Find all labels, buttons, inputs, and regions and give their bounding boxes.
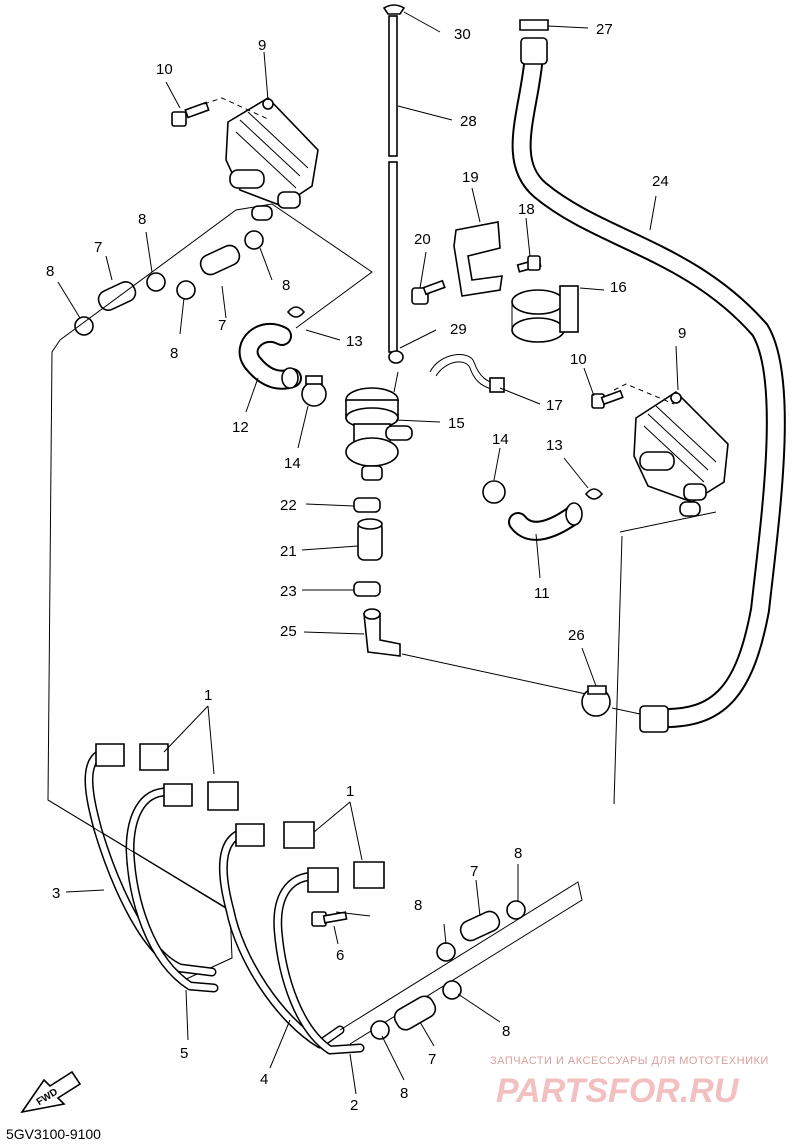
callout-25: 25 — [280, 623, 297, 640]
diagram-code: 5GV3100-9100 — [6, 1126, 101, 1142]
fuel-tube-4 — [218, 823, 345, 1049]
callout-10-top: 10 — [156, 61, 173, 78]
bolt-20 — [411, 279, 446, 305]
callout-19: 19 — [462, 169, 479, 186]
callout-8-lower-c: 8 — [502, 1023, 510, 1040]
fuel-tube-5 — [125, 783, 219, 993]
callout-1-right: 1 — [346, 783, 354, 800]
hose-24 — [511, 19, 786, 733]
clip-13-right — [584, 488, 604, 500]
pipe-7-upper-b — [199, 244, 241, 276]
hose-11 — [508, 502, 583, 541]
holder-16 — [511, 285, 579, 343]
fwd-arrow-icon: FWD — [20, 1070, 82, 1114]
callout-8-lower-d: 8 — [400, 1085, 408, 1102]
wire-17 — [429, 354, 505, 393]
watermark: ЗАПЧАСТИ И АКСЕССУАРЫ ДЛЯ МОТОТЕХНИКИ PA… — [490, 1055, 769, 1110]
elbow-25 — [363, 608, 401, 657]
callout-8-lower-a: 8 — [414, 897, 422, 914]
callout-18: 18 — [518, 201, 535, 218]
callout-20: 20 — [414, 231, 431, 248]
callout-13-right: 13 — [546, 437, 563, 454]
watermark-logo: PARTSFOR.RU — [496, 1072, 740, 1110]
callout-12: 12 — [232, 419, 249, 436]
callout-24: 24 — [652, 173, 669, 190]
callout-23: 23 — [280, 583, 297, 600]
callout-8-upper-a: 8 — [46, 263, 54, 280]
callout-1-left: 1 — [204, 687, 212, 704]
callout-7-lower-a: 7 — [470, 863, 478, 880]
gaskets-1-left — [139, 743, 239, 811]
leader-lines — [57, 11, 679, 1095]
hose-12 — [238, 322, 302, 390]
callout-8-lower-b: 8 — [514, 845, 522, 862]
callout-5: 5 — [180, 1045, 188, 1062]
pipe-7-lower-a — [459, 910, 501, 942]
callout-14-right: 14 — [492, 431, 509, 448]
bolt-6 — [311, 911, 348, 927]
callout-7-upper-b: 7 — [218, 317, 226, 334]
pipe-21 — [357, 518, 383, 561]
fuel-pump-right — [633, 390, 729, 517]
clamps-8-lower — [370, 900, 526, 1040]
bolt-10-top — [171, 101, 210, 127]
callout-14-left: 14 — [284, 455, 301, 472]
callout-10-right: 10 — [570, 351, 587, 368]
watermark-tagline: ЗАПЧАСТИ И АКСЕССУАРЫ ДЛЯ МОТОТЕХНИКИ — [490, 1055, 769, 1067]
callout-16: 16 — [610, 279, 627, 296]
callout-11: 11 — [534, 585, 550, 602]
pipe-7-upper-a — [97, 281, 137, 311]
callout-21: 21 — [280, 543, 297, 560]
callout-2: 2 — [350, 1097, 358, 1114]
pressure-regulator-15 — [345, 371, 413, 481]
callout-22: 22 — [280, 497, 297, 514]
callout-7-lower-b: 7 — [428, 1051, 436, 1068]
clamp-14-left — [301, 375, 327, 407]
callout-8-upper-c: 8 — [170, 345, 178, 362]
clamp-22 — [353, 497, 381, 513]
gaskets-1-right — [283, 821, 385, 889]
callout-4: 4 — [260, 1071, 268, 1088]
clamp-14-right — [482, 480, 506, 504]
callout-3: 3 — [52, 885, 60, 902]
callout-13-upper: 13 — [346, 333, 363, 350]
callouts: 30 27 9 10 28 24 19 18 20 8 7 8 8 16 7 1… — [46, 21, 686, 1114]
clamps-8-upper — [74, 230, 264, 336]
callout-17: 17 — [546, 397, 563, 414]
callout-28: 28 — [460, 113, 477, 130]
callout-9-right: 9 — [678, 325, 686, 342]
clamp-23 — [353, 581, 381, 597]
bracket-19 — [453, 221, 503, 297]
callout-26: 26 — [568, 627, 585, 644]
callout-7-upper-a: 7 — [94, 239, 102, 256]
vent-tube-28 — [382, 4, 406, 364]
fuel-tube-2 — [273, 867, 365, 1055]
clip-13-upper — [286, 306, 306, 318]
fuel-pump-top — [225, 96, 319, 221]
callout-29: 29 — [450, 321, 467, 338]
callout-27: 27 — [596, 21, 613, 38]
callout-8-upper-d: 8 — [282, 277, 290, 294]
callout-30: 30 — [454, 26, 471, 43]
bolt-18 — [516, 255, 542, 273]
callout-9-top: 9 — [258, 37, 266, 54]
bolt-10-right — [591, 389, 624, 409]
clamp-26 — [581, 685, 611, 717]
callout-6: 6 — [336, 947, 344, 964]
callout-8-upper-b: 8 — [138, 211, 146, 228]
pipe-7-lower-b — [393, 995, 437, 1031]
callout-15: 15 — [448, 415, 465, 432]
